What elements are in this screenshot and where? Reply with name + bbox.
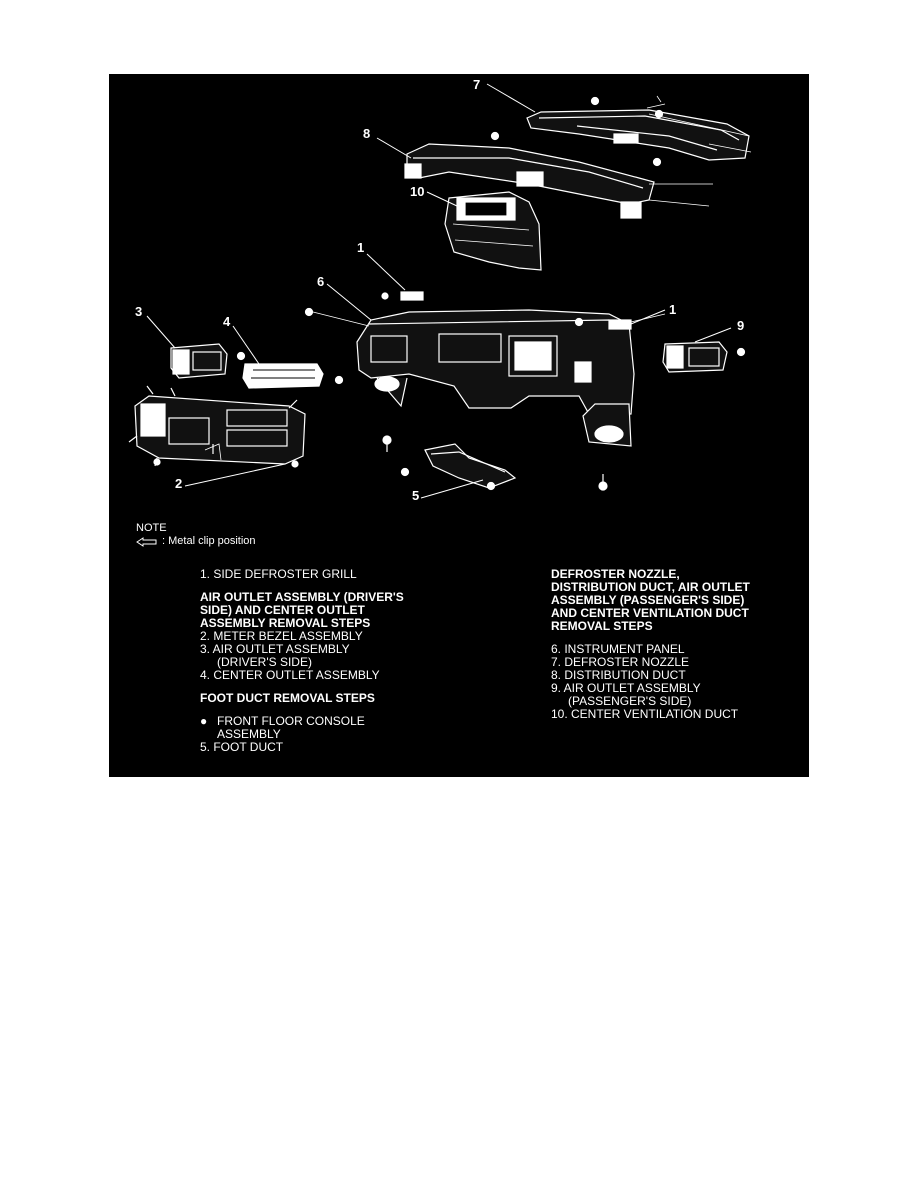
defroster-nozzle-part: [526, 95, 752, 167]
note-legend-row: : Metal clip position: [136, 535, 256, 548]
note-block: NOTE : Metal clip position: [136, 522, 256, 548]
callout-6: 6: [317, 274, 324, 289]
callout-leaders: [146, 83, 732, 499]
heading-line: ASSEMBLY (PASSENGER'S SIDE): [551, 593, 745, 607]
heading-line: DEFROSTER NOZZLE,: [551, 567, 680, 581]
air-outlet-passenger-part: [662, 341, 746, 373]
side-defroster-grill-left-part: [381, 291, 424, 301]
callout-9: 9: [737, 318, 744, 333]
step-1: 1. SIDE DEFROSTER GRILL: [200, 567, 357, 581]
step-10: 10. CENTER VENTILATION DUCT: [551, 707, 739, 721]
air-outlet-driver-part: [170, 343, 246, 379]
heading-line: DISTRIBUTION DUCT, AIR OUTLET: [551, 580, 750, 594]
step-3-continuation: (DRIVER'S SIDE): [217, 655, 312, 669]
callout-8: 8: [363, 126, 370, 141]
foot-duct-part: [400, 443, 517, 491]
bullet-continuation: ASSEMBLY: [217, 727, 281, 741]
step-4: 4. CENTER OUTLET ASSEMBLY: [200, 668, 380, 682]
step-8: 8. DISTRIBUTION DUCT: [551, 668, 686, 682]
callout-7: 7: [473, 77, 480, 92]
note-legend-text: : Metal clip position: [162, 535, 256, 547]
meter-bezel-part: [128, 385, 306, 468]
bullet-dot-icon: ●: [200, 714, 208, 728]
heading-line: AND CENTER VENTILATION DUCT: [551, 606, 749, 620]
heading-line: ASSEMBLY REMOVAL STEPS: [200, 616, 371, 630]
heading-line: SIDE) AND CENTER OUTLET: [200, 603, 365, 617]
heading-line: REMOVAL STEPS: [551, 619, 653, 633]
step-2: 2. METER BEZEL ASSEMBLY: [200, 629, 363, 643]
heading-air-outlet-driver: AIR OUTLET ASSEMBLY (DRIVER'S SIDE) AND …: [200, 591, 450, 630]
bullet-text: FRONT FLOOR CONSOLE: [217, 714, 365, 728]
callout-4: 4: [223, 314, 231, 329]
step-5: 5. FOOT DUCT: [200, 740, 284, 754]
step-3: 3. AIR OUTLET ASSEMBLY: [200, 642, 350, 656]
heading-foot-duct: FOOT DUCT REMOVAL STEPS: [200, 691, 375, 705]
center-ventilation-duct-part: [444, 191, 542, 271]
step-7: 7. DEFROSTER NOZZLE: [551, 655, 690, 669]
distribution-duct-part: [404, 131, 713, 219]
side-defroster-grill-right-part: [574, 313, 666, 330]
heading-line: AIR OUTLET ASSEMBLY (DRIVER'S: [200, 590, 404, 604]
callout-5: 5: [412, 488, 419, 503]
bullet-front-floor-console: ● FRONT FLOOR CONSOLE: [200, 715, 450, 728]
metal-clip-arrow-icon: [136, 536, 157, 547]
exploded-diagram-figure: 7 8 10 1 6 1 3 4 9 2 5 NOTE : Metal clip…: [109, 74, 809, 777]
callout-1-upper: 1: [357, 240, 364, 255]
callout-10: 10: [410, 184, 424, 199]
heading-defroster-nozzle: DEFROSTER NOZZLE, DISTRIBUTION DUCT, AIR…: [551, 568, 791, 633]
center-outlet-part: [242, 363, 344, 389]
step-9: 9. AIR OUTLET ASSEMBLY: [551, 681, 701, 695]
step-9-continuation: (PASSENGER'S SIDE): [568, 694, 692, 708]
callout-1-right: 1: [669, 302, 676, 317]
panel-fasteners: [382, 435, 608, 491]
instrument-panel-exploded-view: 7 8 10 1 6 1 3 4 9 2 5: [128, 77, 752, 503]
right-steps-column: DEFROSTER NOZZLE, DISTRIBUTION DUCT, AIR…: [551, 568, 791, 721]
callout-2: 2: [175, 476, 182, 491]
note-title: NOTE: [136, 522, 167, 534]
step-6: 6. INSTRUMENT PANEL: [551, 642, 685, 656]
callout-3: 3: [135, 304, 142, 319]
left-steps-column: 1. SIDE DEFROSTER GRILL AIR OUTLET ASSEM…: [200, 568, 450, 754]
instrument-panel-part: [304, 307, 635, 447]
